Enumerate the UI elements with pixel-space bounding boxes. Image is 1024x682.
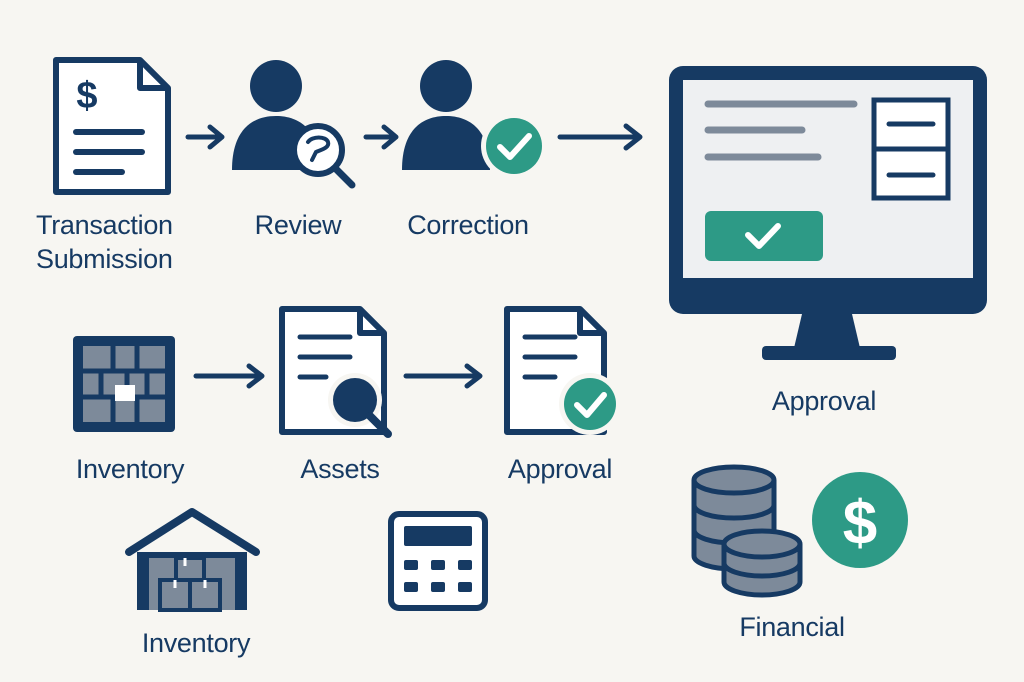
svg-text:$: $: [843, 489, 877, 558]
arrow-right-icon: [403, 363, 483, 389]
approval-label: Approval: [507, 454, 613, 484]
warehouse-inventory-label: Inventory: [141, 628, 251, 658]
correction-label: Correction: [407, 210, 529, 240]
dollar-document-icon: $: [53, 57, 171, 195]
assets-label: Assets: [300, 454, 380, 484]
review-label: Review: [254, 210, 342, 240]
arrow-right-icon: [185, 124, 225, 150]
svg-text:$: $: [76, 75, 97, 117]
transaction-submission-label: Transaction Submission: [36, 208, 173, 276]
monitor-approval-label: Approval: [771, 386, 877, 416]
grid-boxes-icon: [73, 336, 175, 432]
arrow-right-icon: [363, 124, 399, 150]
financial-label: Financial: [739, 612, 845, 642]
user-magnifier-icon: [232, 60, 356, 189]
inventory-label: Inventory: [75, 454, 185, 484]
transaction-label-line1: Transaction: [36, 210, 173, 240]
coins-dollar-icon: $: [691, 464, 908, 598]
warehouse-icon: [125, 508, 260, 612]
user-check-icon: [402, 60, 547, 179]
transaction-label-line2: Submission: [36, 244, 173, 274]
monitor-form-icon: [669, 66, 987, 360]
document-search-icon: [279, 306, 392, 438]
arrow-right-icon: [193, 363, 265, 389]
calculator-icon: [388, 511, 488, 611]
document-check-icon: [504, 306, 621, 435]
arrow-right-icon: [557, 123, 643, 151]
